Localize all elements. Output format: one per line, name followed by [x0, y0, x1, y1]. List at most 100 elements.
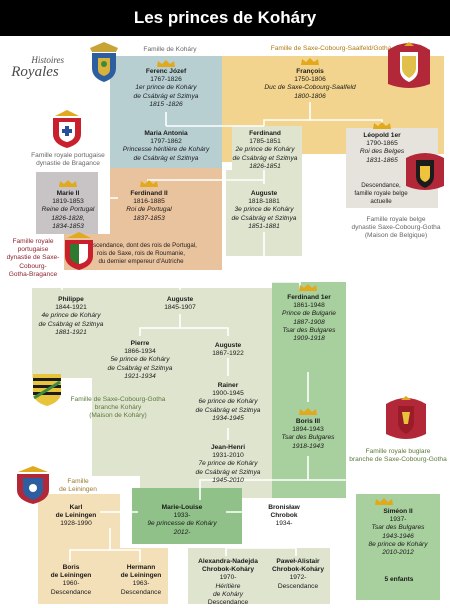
person-line: 8e prince de Koháry: [368, 540, 428, 548]
person-line: de Leiningen: [120, 572, 162, 580]
person-line: de Csábrág et Szitnya: [231, 214, 297, 222]
line-boris-simeon: [308, 479, 401, 494]
person-line: de Csábrág et Szitnya: [133, 154, 199, 162]
person-line: Princesse héritière de Koháry: [122, 146, 210, 154]
person-line: Ferdinand 1er: [287, 294, 331, 301]
crown-icon: [375, 498, 393, 505]
person-line: 1767-1826: [150, 76, 182, 84]
person-line: Karl: [69, 504, 83, 511]
person-line: 1844-1921: [55, 304, 87, 312]
logo-line-2: Royales: [11, 64, 59, 80]
family-port-saxe-line-1: Famille royale: [12, 238, 54, 245]
note-port-line-2: rois de Saxe, rois de Roumanie,: [96, 249, 186, 257]
person-line: 1900-1945: [212, 390, 244, 398]
zone-bulgaria: [272, 282, 346, 498]
family-portugaise-line-1: Famille royale portugaise: [31, 152, 105, 159]
person-line: 2010-2012: [382, 549, 414, 557]
crown-icon: [373, 122, 391, 129]
person-line: 1818-1881: [248, 198, 280, 206]
person-line: Léopold 1er: [363, 132, 401, 139]
person-line: 1834-1853: [52, 222, 84, 230]
crown-icon: [59, 180, 77, 187]
family-belge-line-2: dynastie Saxe-Cobourg-Gotha: [351, 224, 441, 232]
histoires-royales-logo: Histoires Royales: [4, 55, 66, 80]
person-five-children: 5 enfants: [364, 576, 434, 584]
person-line: 1816-1885: [133, 198, 165, 206]
family-port-saxe-line-5: Gotha-Bragance: [8, 270, 58, 278]
person-line: Hermann: [126, 564, 156, 571]
family-bulgare-line-1: Famille royale buglare: [365, 448, 431, 455]
zone-chrobok: [188, 548, 330, 604]
person-line: Prince de Bulgarie: [282, 310, 336, 318]
zone-branche-kohary-2: [92, 378, 272, 476]
person-line: Jean-Henri: [210, 444, 246, 451]
family-saxe-label: Famille de Saxe-Cobourg-Saalfeld/Gotha: [270, 45, 392, 52]
person-line: Reine de Portugal: [41, 206, 95, 214]
person-line: 7e prince de Koháry: [198, 460, 258, 468]
belgium-coat-of-arms-icon: [406, 153, 444, 190]
portugal-coat-of-arms-icon: [53, 110, 81, 148]
person-line: de Koháry: [212, 590, 244, 598]
person-line: Boris: [62, 564, 80, 571]
person-line: 1934-: [275, 520, 293, 528]
line-chrobok-alexandra: [225, 532, 245, 556]
person-line: Descendance: [277, 582, 319, 590]
family-leiningen-line-2: de Leiningen: [59, 486, 97, 494]
zone-portugal-saxe: [110, 168, 222, 270]
line-auguste-children: [179, 232, 265, 290]
line-karl-hermann: [110, 549, 141, 562]
note-belge-line-3: actuelle: [370, 197, 392, 205]
family-portugaise-line-2: dynastie de Bragance: [36, 160, 100, 168]
person-line: 1790-1865: [366, 140, 398, 148]
person-line: de Csábrág et Szitnya: [133, 92, 199, 100]
line-chrobok-pawel: [244, 547, 297, 556]
person-line: 1826-1828,: [51, 214, 85, 222]
family-kohary-label: Famille de Koháry: [143, 46, 197, 53]
person-line: 1972-: [289, 574, 307, 582]
person-line: 1918-1943: [292, 442, 324, 450]
leiningen-coat-of-arms-icon: [17, 466, 49, 504]
page-title: Les princes de Koháry: [0, 0, 450, 36]
zone-branche-top: [232, 126, 302, 170]
family-port-saxe-line-4: Cobourg-: [19, 262, 47, 270]
family-bulgare-line-2: branche de Saxe-Cobourg-Gotha: [349, 456, 447, 464]
family-leiningen-line-1: Famille: [67, 478, 89, 485]
person-line: Chrobok: [270, 512, 298, 520]
family-belge-label: Famille royale belge dynastie Saxe-Cobou…: [344, 216, 448, 241]
person-line: Tsar des Bulgares: [282, 326, 336, 334]
person-line: de Csábrág et Szitnya: [232, 154, 298, 162]
family-leiningen-label: Famille de Leiningen: [48, 478, 108, 494]
kohary-coat-of-arms-icon: [90, 42, 118, 82]
person-line: 1866-1934: [124, 348, 156, 356]
zone-simeon: [356, 494, 440, 600]
logo-line-1: Histoires: [31, 55, 64, 65]
person-line: 1800-1806: [294, 92, 326, 100]
person-line: de Csábrág et Szitnya: [38, 320, 104, 328]
line-francois-ferdinand: [263, 102, 311, 126]
person-line: 1934-1945: [212, 414, 244, 422]
family-belge-line-3: (Maison de Belgique): [364, 232, 428, 240]
line-auguste2-auguste3: [180, 327, 229, 336]
person-line: 1815 -1826: [149, 100, 183, 108]
person-line: 1826-1851: [249, 162, 281, 170]
person-line: 9e princesse de Koháry: [147, 520, 217, 528]
person-line: de Csábrág et Szitnya: [195, 468, 261, 476]
note-port-line-3: du dernier empereur d'Autriche: [98, 257, 184, 265]
person-line: 1909-1918: [293, 335, 325, 343]
person-line: Marie-Louise: [161, 504, 203, 511]
